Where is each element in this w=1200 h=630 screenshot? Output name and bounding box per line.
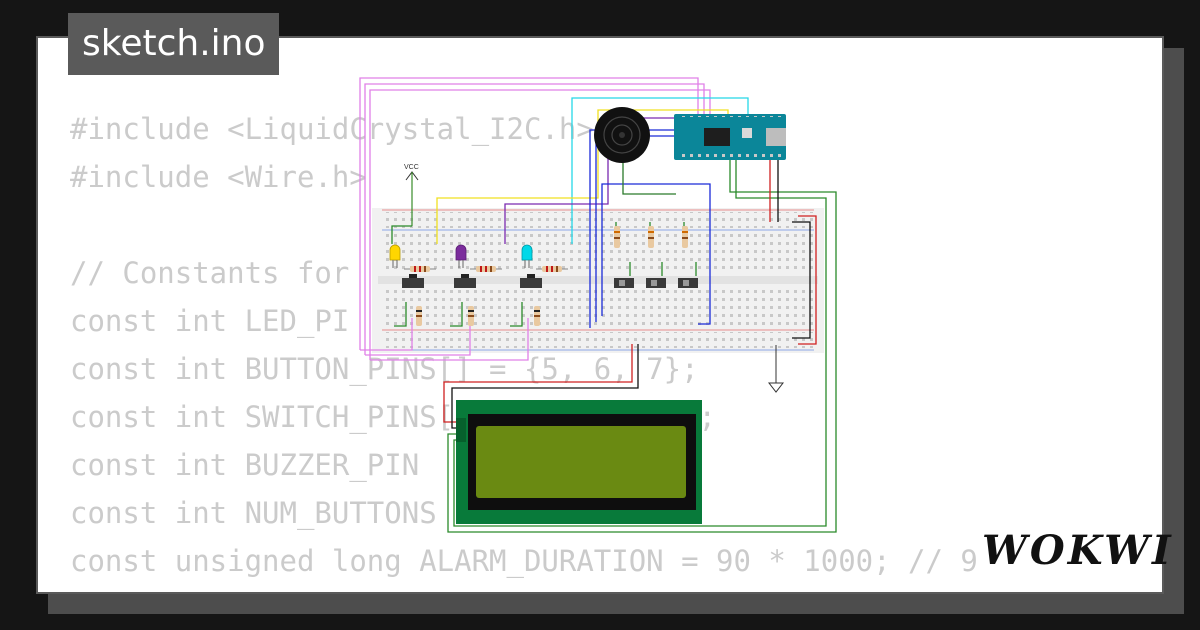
code-line: #include <LiquidCrystal_I2C.h>	[70, 112, 594, 146]
slide-switch[interactable]	[646, 278, 666, 288]
resistor[interactable]	[404, 266, 436, 272]
resistor[interactable]	[614, 226, 620, 248]
file-tab-title: sketch.ino	[82, 23, 266, 64]
pushbutton[interactable]	[454, 274, 476, 288]
arduino-nano[interactable]	[674, 114, 786, 160]
wires	[359, 77, 837, 533]
vcc-symbol: VCC	[404, 164, 419, 226]
breadboard	[372, 208, 824, 353]
resistor[interactable]	[470, 266, 502, 272]
resistor[interactable]	[536, 266, 568, 272]
code-line: const int NUM_BUTTONS	[70, 496, 437, 530]
code-line: const int BUZZER_PIN	[70, 448, 420, 482]
slide-switch[interactable]	[614, 278, 634, 288]
code-line: #include <Wire.h>	[70, 160, 367, 194]
led-purple[interactable]	[455, 244, 467, 268]
resistor[interactable]	[648, 226, 654, 248]
file-tab: sketch.ino	[68, 13, 280, 75]
ground-symbol	[767, 345, 785, 393]
pushbutton[interactable]	[520, 274, 542, 288]
vcc-label: VCC	[404, 164, 419, 171]
resistor[interactable]	[534, 306, 540, 326]
resistor[interactable]	[416, 306, 422, 326]
led-cyan[interactable]	[521, 244, 533, 268]
wokwi-logo: WOKWI	[976, 524, 1171, 578]
resistor[interactable]	[468, 306, 474, 326]
wokwi-logo-text: WOKWI	[982, 527, 1174, 574]
buzzer[interactable]	[594, 107, 650, 163]
pushbutton[interactable]	[402, 274, 424, 288]
led-yellow[interactable]	[389, 244, 401, 268]
code-line: const int LED_PI	[70, 304, 350, 338]
code-line: // Constants for	[70, 256, 350, 290]
resistor[interactable]	[682, 226, 688, 248]
slide-switch[interactable]	[678, 278, 698, 288]
lcd-display[interactable]	[456, 400, 702, 524]
